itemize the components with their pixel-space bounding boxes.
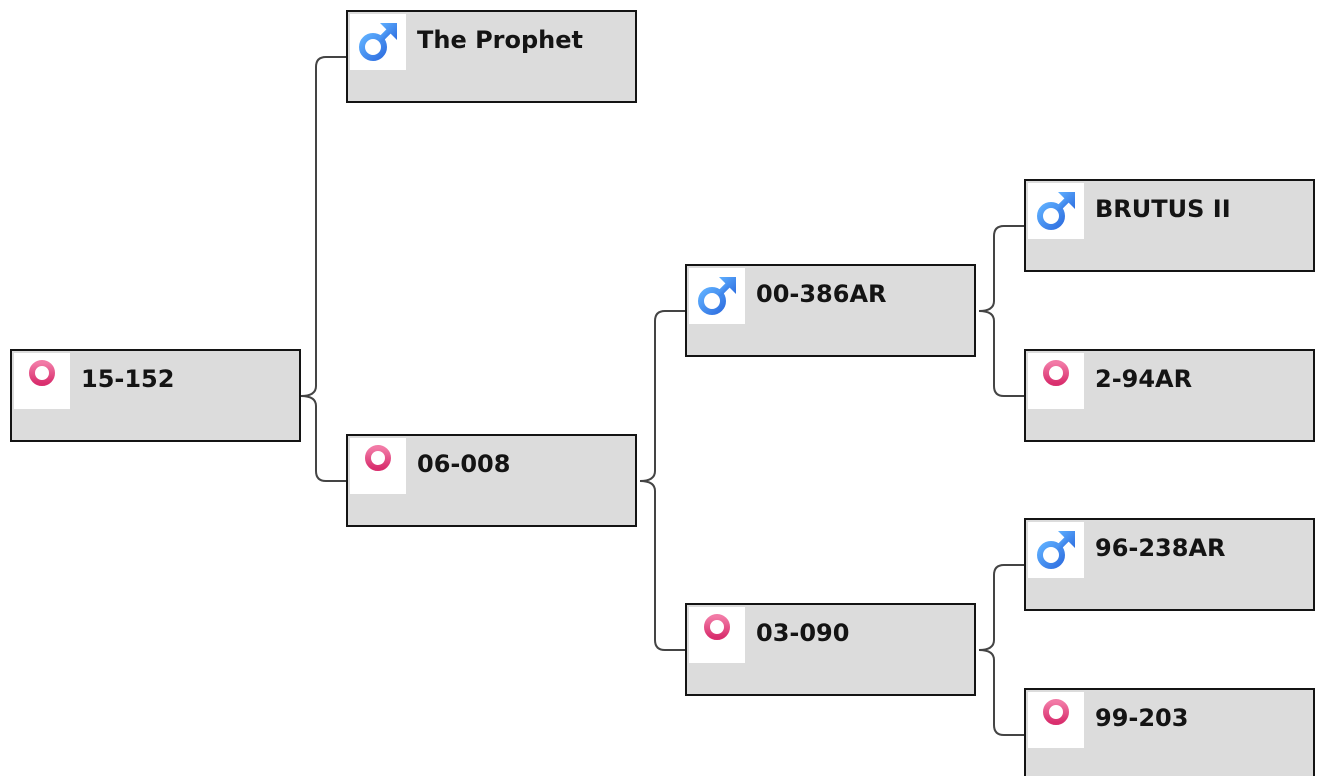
node-03-090[interactable]: 03-090	[685, 603, 976, 696]
female-icon	[1028, 353, 1084, 409]
connector-dam-damdam	[639, 480, 685, 651]
connector-damsire-dam	[978, 310, 1024, 397]
male-icon	[1028, 522, 1084, 578]
female-icon	[14, 353, 70, 409]
node-name: 2-94AR	[1095, 365, 1193, 393]
connector-damdam-dam	[978, 649, 1024, 736]
node-the-prophet[interactable]: The Prophet	[346, 10, 637, 103]
connector-root-dam	[300, 395, 346, 482]
node-15-152[interactable]: 15-152	[10, 349, 301, 442]
node-name: 06-008	[417, 450, 511, 478]
connector-dam-damsire	[639, 310, 685, 482]
node-name: 96-238AR	[1095, 534, 1226, 562]
node-name: The Prophet	[417, 26, 584, 54]
node-name: 99-203	[1095, 704, 1189, 732]
node-name: 03-090	[756, 619, 850, 647]
node-brutus-ii[interactable]: BRUTUS II	[1024, 179, 1315, 272]
node-06-008[interactable]: 06-008	[346, 434, 637, 527]
male-icon	[689, 268, 745, 324]
male-icon	[1028, 183, 1084, 239]
node-96-238ar[interactable]: 96-238AR	[1024, 518, 1315, 611]
female-icon	[350, 438, 406, 494]
node-00-386ar[interactable]: 00-386AR	[685, 264, 976, 357]
connector-root-sire	[300, 56, 346, 397]
connector-damdam-sire	[978, 564, 1024, 651]
node-99-203[interactable]: 99-203	[1024, 688, 1315, 776]
node-name: 00-386AR	[756, 280, 887, 308]
node-name: BRUTUS II	[1095, 195, 1231, 223]
female-icon	[689, 607, 745, 663]
female-icon	[1028, 692, 1084, 748]
connector-damsire-sire	[978, 225, 1024, 312]
male-icon	[350, 14, 406, 70]
node-2-94ar[interactable]: 2-94AR	[1024, 349, 1315, 442]
node-name: 15-152	[81, 365, 175, 393]
